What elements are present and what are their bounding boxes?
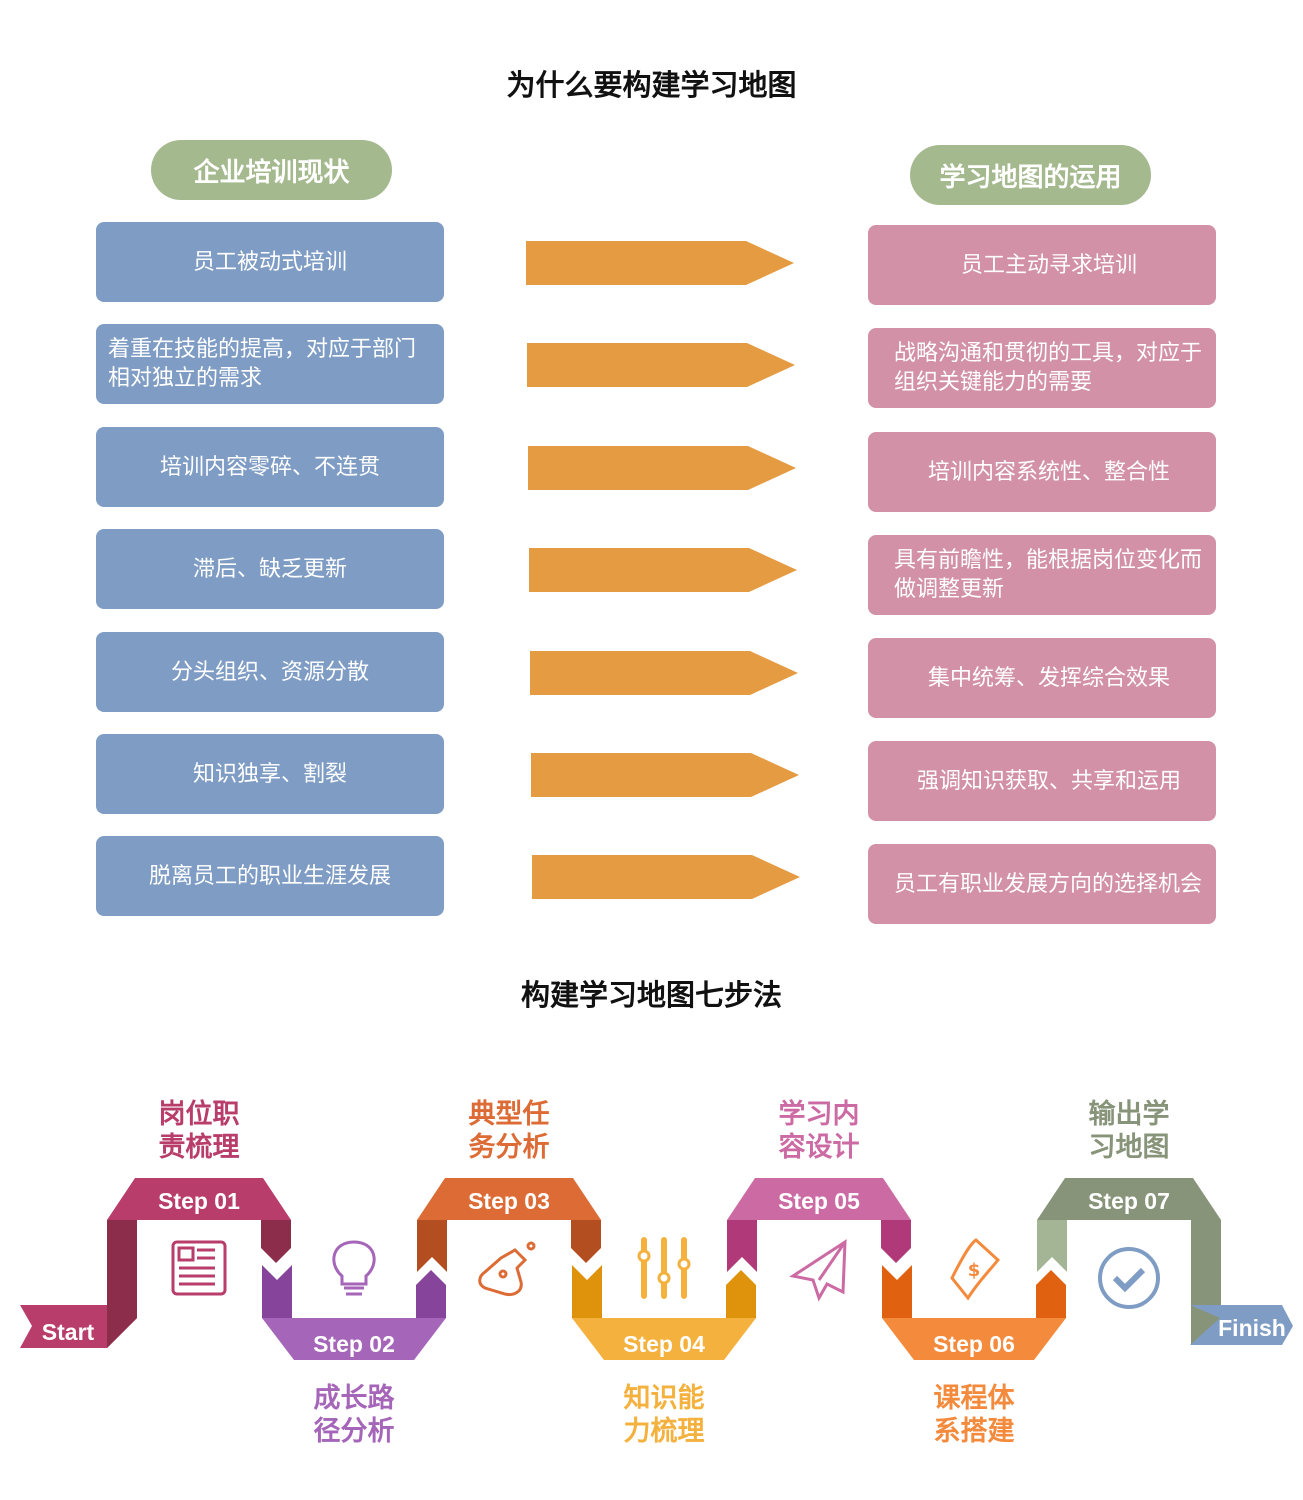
flask-icon [478,1241,536,1296]
step-band [727,1178,911,1220]
check-circle-icon [1098,1247,1160,1309]
step-band [882,1318,1066,1360]
step-leg-left [262,1265,292,1318]
newspaper-icon [171,1240,227,1296]
step-number: Step 07 [1088,1188,1170,1214]
step-title: 课程体系搭建 [933,1383,1015,1447]
current-state-item: 培训内容零碎、不连贯 [96,427,444,507]
svg-text:$: $ [968,1260,981,1281]
start-label: Start [42,1319,95,1345]
step-title: 成长路径分析 [313,1383,395,1447]
step-number: Step 03 [468,1188,550,1214]
step-band [572,1318,756,1360]
step-band [262,1318,446,1360]
step-leg-left [107,1220,137,1348]
step-title: 输出学习地图 [1088,1099,1170,1163]
step-leg-right [726,1270,756,1318]
left-header-pill: 企业培训现状 [151,140,392,200]
title-seven-steps: 构建学习地图七步法 [520,978,782,1012]
step-number: Step 01 [158,1188,240,1214]
finish-label: Finish [1218,1315,1286,1341]
step-leg-right [416,1270,446,1318]
step-leg-left [727,1220,757,1272]
finish-flag [1190,1305,1293,1345]
right-arrow-icon [532,855,800,899]
step-leg-left [417,1220,447,1272]
learning-map-benefit-item: 战略沟通和贯彻的工具，对应于组织关键能力的需要 [868,328,1216,408]
right-arrow-icon [528,446,796,490]
step-title: 典型任务分析 [468,1099,550,1163]
sliders-icon [637,1237,691,1299]
current-state-item: 着重在技能的提高，对应于部门相对独立的需求 [96,324,444,404]
right-arrow-icon [526,241,794,285]
paper-plane-icon [789,1239,847,1302]
current-state-item: 知识独享、割裂 [96,734,444,814]
current-state-item: 员工被动式培训 [96,222,444,302]
step-number: Step 06 [933,1331,1015,1357]
step-leg-right [881,1220,911,1263]
step-band [417,1178,601,1220]
right-arrow-icon [529,548,797,592]
current-state-item: 脱离员工的职业生涯发展 [96,836,444,916]
step-band [107,1178,291,1220]
step-leg-right [571,1220,601,1263]
current-state-item: 滞后、缺乏更新 [96,529,444,609]
right-arrow-icon [527,343,795,387]
step-band [1037,1178,1221,1220]
right-arrow-icon [531,753,799,797]
step-number: Step 05 [778,1188,860,1214]
money-icon: $ [950,1238,1001,1301]
step-leg-left [1037,1220,1067,1272]
learning-map-benefit-item: 具有前瞻性，能根据岗位变化而做调整更新 [868,535,1216,615]
step-leg-right [261,1220,291,1263]
step-number: Step 04 [623,1331,705,1357]
steps-ribbon: Start Step 01 Step 02 Step 03 Step 04 Step 05… [20,1178,1293,1360]
learning-map-benefit-item: 集中统筹、发挥综合效果 [868,638,1216,718]
learning-map-benefit-item: 员工主动寻求培训 [868,225,1216,305]
current-state-item: 分头组织、资源分散 [96,632,444,712]
lightbulb-icon [332,1240,376,1296]
title-why-build-learning-map: 为什么要构建学习地图 [506,68,797,102]
step-title: 岗位职责梳理 [158,1099,240,1163]
right-header-pill: 学习地图的运用 [910,145,1151,205]
step-number: Step 02 [313,1331,395,1357]
step-leg-left [572,1265,602,1318]
step-leg-left [882,1265,912,1318]
step-title: 知识能力梳理 [623,1383,705,1447]
learning-map-benefit-item: 员工有职业发展方向的选择机会 [868,844,1216,924]
right-arrow-icon [530,651,798,695]
step-title: 学习内容设计 [778,1099,860,1163]
learning-map-benefit-item: 强调知识获取、共享和运用 [868,741,1216,821]
learning-map-benefit-item: 培训内容系统性、整合性 [868,432,1216,512]
step-leg-right [1036,1270,1066,1318]
